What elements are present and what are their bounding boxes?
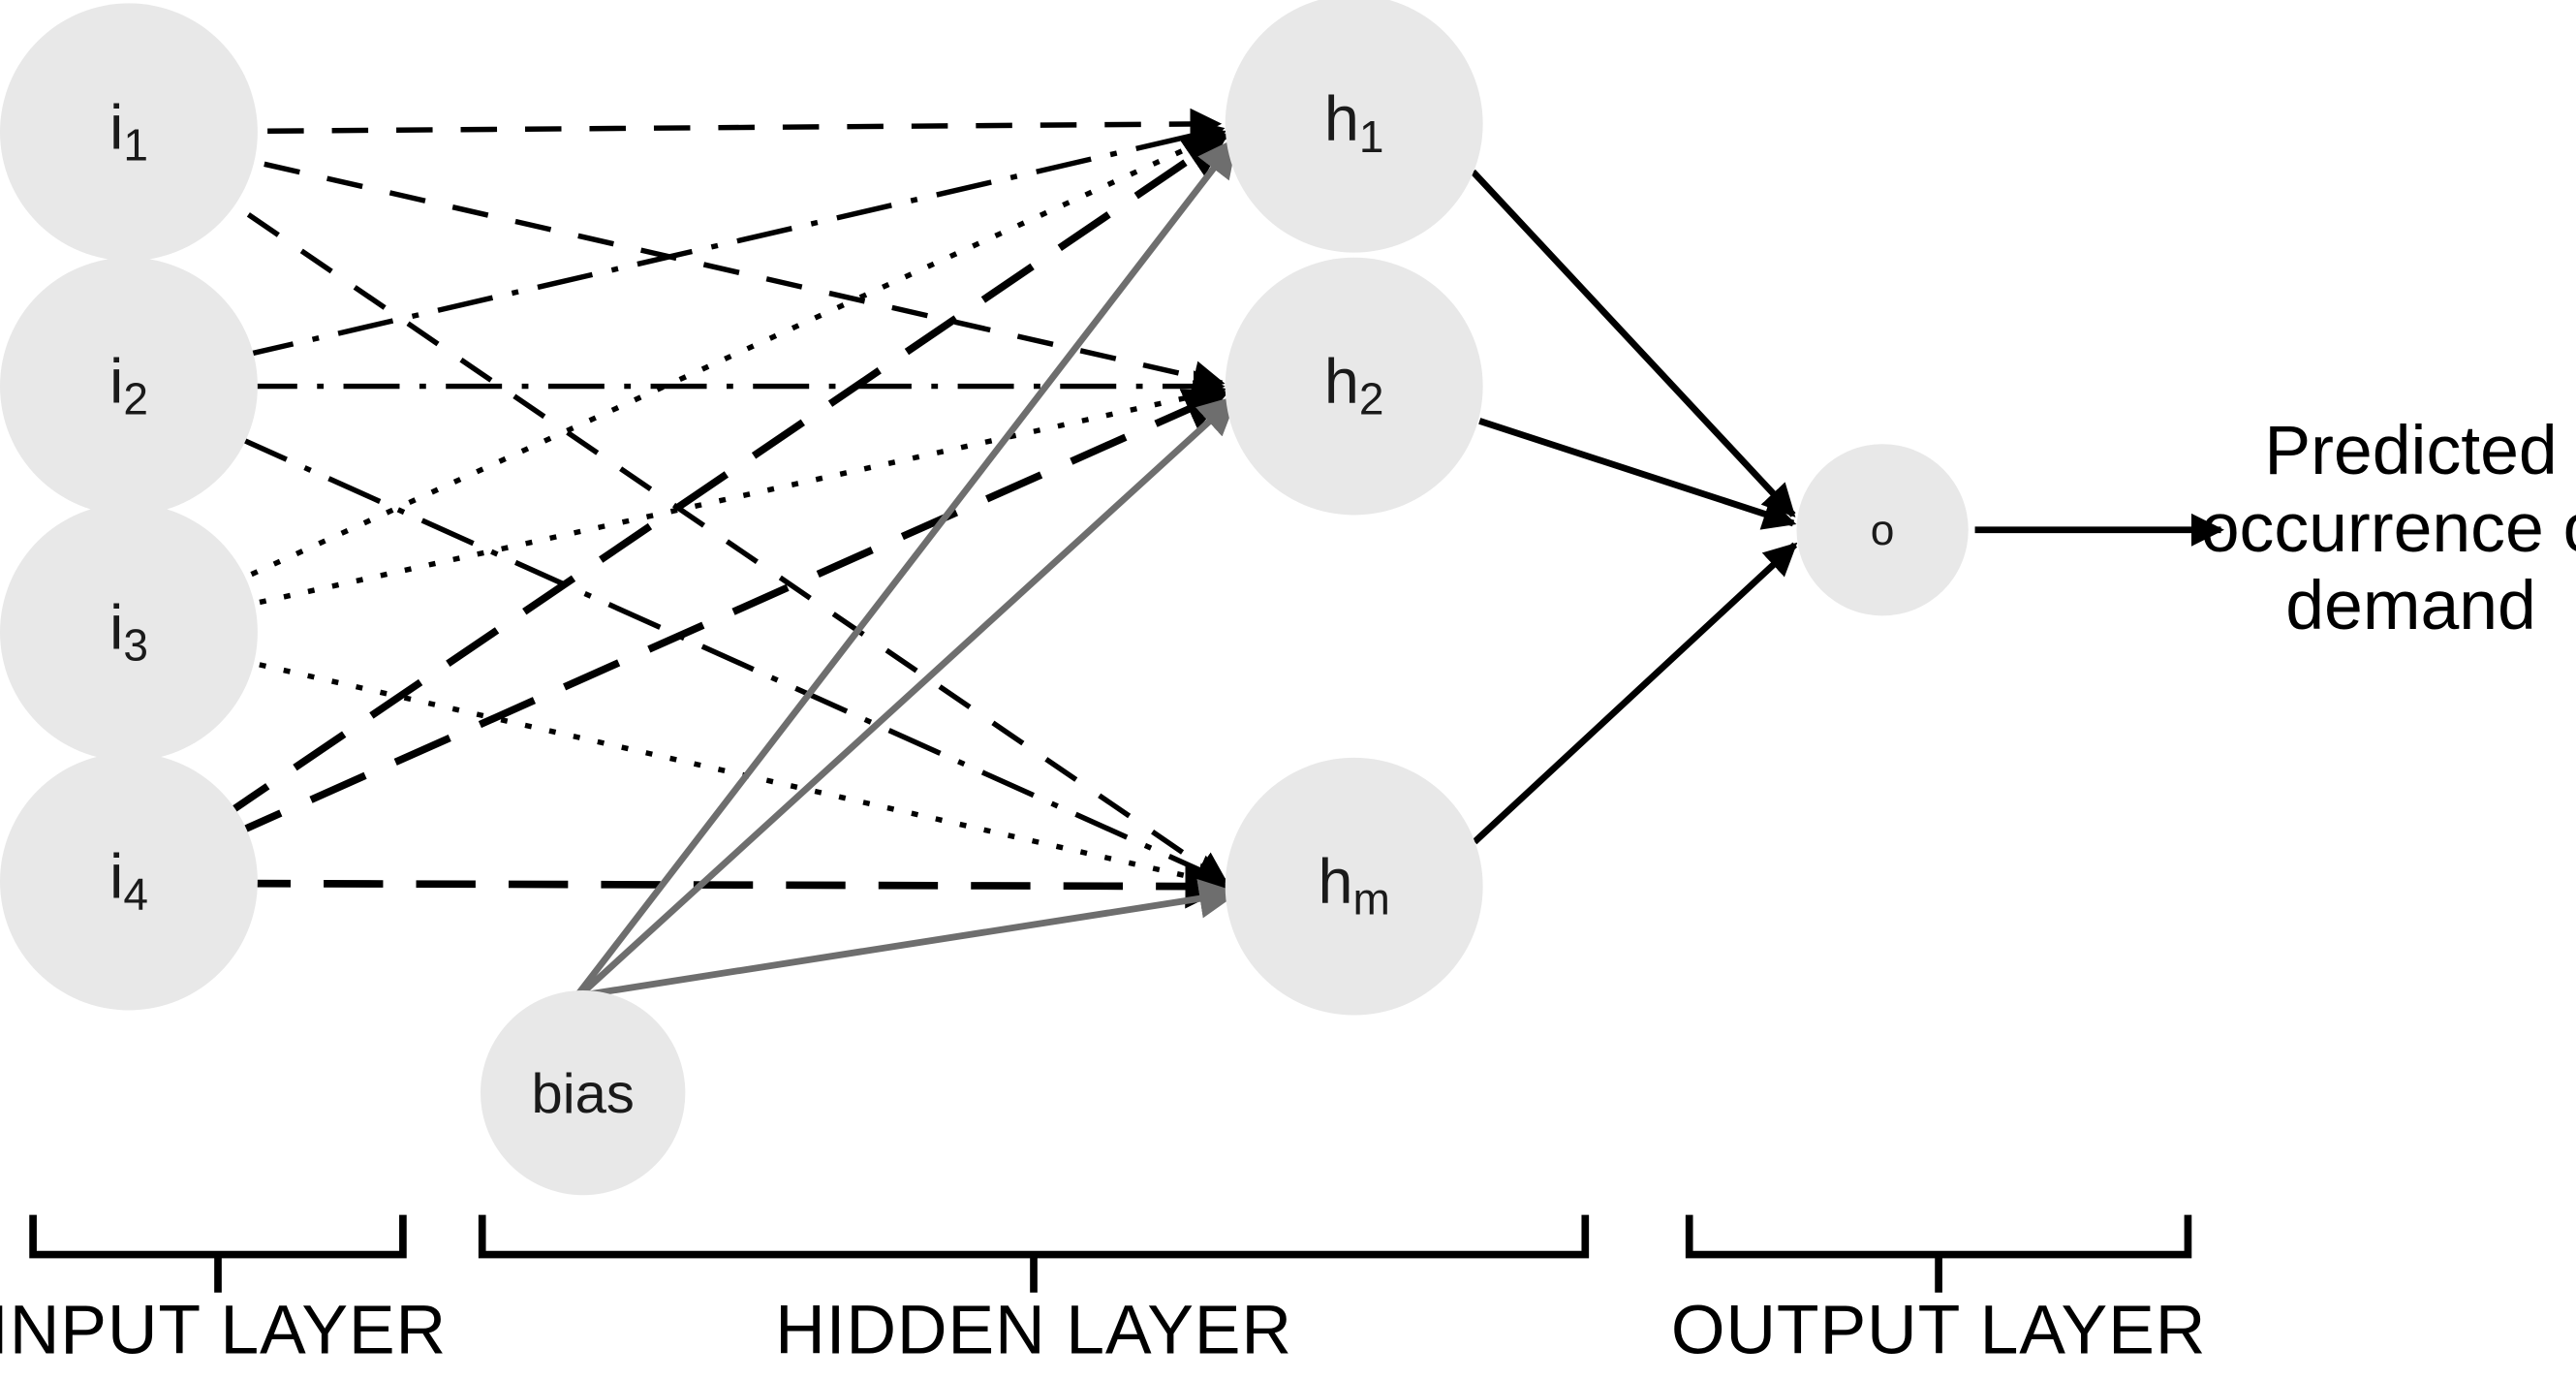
layer-bracket-output: OUTPUT LAYER — [1671, 1214, 2206, 1369]
node-label-bias: bias — [532, 1063, 635, 1125]
edges-from-i4 — [134, 132, 1230, 909]
edge-group-hidden-to-output — [1470, 169, 1798, 845]
edge-bias-hm — [580, 879, 1239, 999]
edge-i4-h2 — [138, 389, 1229, 879]
node-circle-i2 — [0, 257, 258, 516]
edge-group-bias-to-hidden — [572, 137, 1239, 1001]
edge-h2-o — [1478, 418, 1797, 530]
edge-i1-h2 — [135, 126, 1226, 392]
node-label-i4: i4 — [109, 841, 148, 920]
node-circle-h2 — [1225, 257, 1483, 516]
layer-label-hidden: HIDDEN LAYER — [775, 1292, 1292, 1369]
node-i1[interactable]: i1 — [0, 3, 258, 262]
edge-i2-h1 — [135, 119, 1226, 390]
edge-i1-h1 — [135, 108, 1223, 148]
edge-bias-h1 — [572, 137, 1238, 1001]
curly-bracket-icon-hidden — [478, 1214, 1590, 1293]
curly-bracket-icon-output — [1685, 1214, 2192, 1293]
layer-label-output: OUTPUT LAYER — [1671, 1292, 2206, 1369]
node-circle-o — [1796, 444, 1969, 616]
node-label-o: o — [1871, 507, 1895, 554]
edge-i4-h1 — [138, 132, 1229, 875]
node-circle-i3 — [0, 503, 258, 762]
node-h2[interactable]: h2 — [1225, 257, 1483, 516]
node-circle-i1 — [0, 3, 258, 262]
layer-bracket-input: INPUT LAYER — [0, 1214, 447, 1369]
node-label-i3: i3 — [109, 592, 148, 671]
node-label-h1: h1 — [1324, 83, 1384, 162]
edge-group-input-to-hidden — [134, 108, 1230, 909]
edge-bias-h2 — [575, 394, 1238, 1000]
node-circle-h1 — [1225, 0, 1483, 253]
edge-i2-hm — [139, 392, 1228, 885]
output-annotation: Predicted occurrence of demand — [2201, 412, 2576, 644]
node-label-i2: i2 — [109, 346, 148, 424]
node-label-hm: hm — [1318, 846, 1389, 925]
node-h1[interactable]: h1 — [1225, 0, 1483, 253]
node-group-hidden: h1 h2 hm — [1225, 0, 1483, 1016]
edge-h1-o — [1470, 169, 1796, 518]
layer-bracket-hidden: HIDDEN LAYER — [478, 1214, 1590, 1369]
node-i3[interactable]: i3 — [0, 503, 258, 762]
output-annotation-line-3: demand — [2285, 567, 2536, 644]
node-bias[interactable]: bias — [481, 990, 686, 1196]
curly-bracket-icon-input — [29, 1214, 407, 1293]
edge-hm-o — [1472, 542, 1798, 845]
node-hm[interactable]: hm — [1225, 757, 1483, 1016]
node-circle-i4 — [0, 752, 258, 1011]
layer-label-input: INPUT LAYER — [0, 1292, 447, 1369]
node-group-input: i1 i2 i3 i4 — [0, 3, 258, 1011]
edge-i4-hm — [134, 861, 1230, 909]
node-i4[interactable]: i4 — [0, 752, 258, 1011]
edge-i3-h1 — [136, 129, 1227, 629]
node-label-i1: i1 — [109, 91, 148, 170]
node-circle-hm — [1225, 757, 1483, 1016]
output-annotation-line-2: occurrence of — [2201, 489, 2576, 567]
node-circle-bias — [481, 990, 686, 1196]
output-annotation-line-1: Predicted — [2264, 412, 2557, 489]
node-label-h2: h2 — [1324, 346, 1384, 424]
node-i2[interactable]: i2 — [0, 257, 258, 516]
node-output-o[interactable]: o — [1796, 444, 1969, 616]
